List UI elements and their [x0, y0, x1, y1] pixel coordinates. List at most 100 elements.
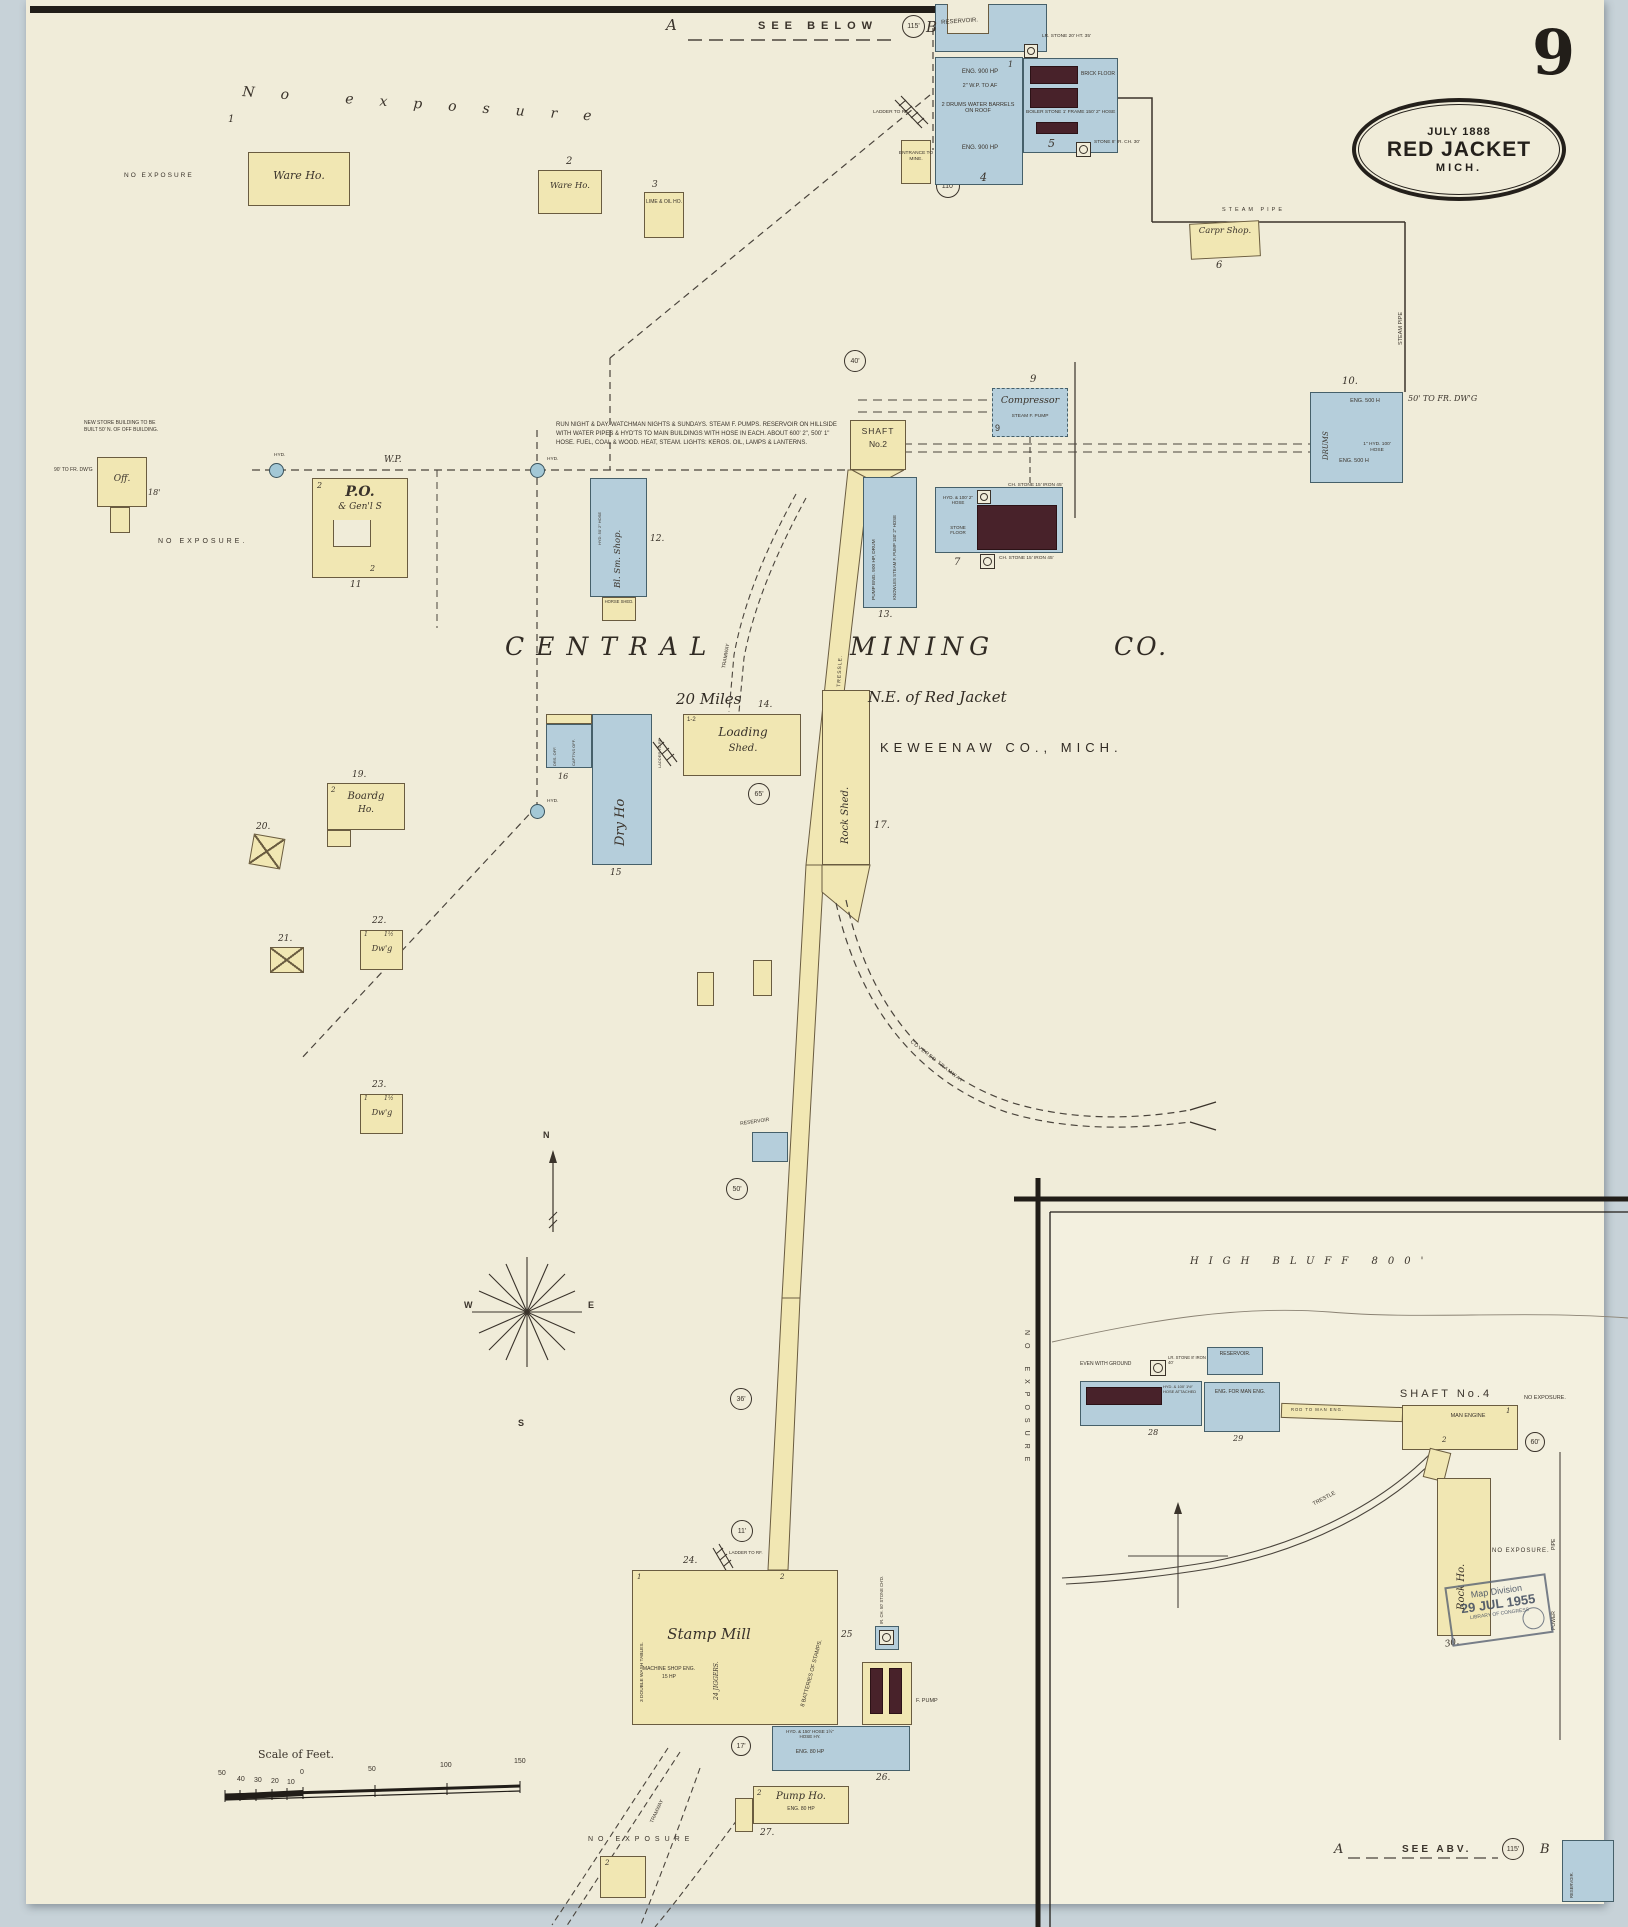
b7-note1: CH. STONE 15' IRON 45'	[1008, 483, 1063, 488]
po-num: 11	[350, 580, 362, 590]
hydrant2-label: HYD.	[547, 457, 559, 462]
office-18	[97, 457, 147, 507]
tramway-curve	[845, 899, 1191, 1118]
pump-ho-eng: ENG. 80 HP	[787, 1806, 815, 1812]
b29-engine	[1204, 1382, 1280, 1432]
title-county: KEWEENAW CO., MICH.	[880, 740, 1123, 755]
wp-label: W.P.	[384, 455, 402, 465]
dry-ho-num: 15	[610, 868, 622, 878]
title-central: CENTRAL	[505, 632, 719, 661]
marker-115-bottom: 115'	[1502, 1838, 1524, 1860]
eng4-a: ENG. 900 HP	[961, 69, 999, 75]
boarding-annex	[327, 830, 351, 847]
b7-floor: STONE FLOOR	[950, 525, 966, 536]
high-bluff-label: HIGH BLUFF 800'	[1190, 1256, 1434, 1267]
boiler5-num: 5	[1048, 137, 1055, 150]
scale-tick-2: 30	[254, 1777, 262, 1784]
b28-boilers	[1086, 1387, 1162, 1405]
ware-ho-2-num: 2	[566, 156, 573, 167]
trestle-label: TRESTLE	[1312, 1490, 1337, 1508]
brick-floor-label: BRICK FLOOR	[1081, 71, 1115, 77]
b13-t2: KNOWLES STEAM F. PUMP 150' 2" HOSE	[892, 514, 897, 600]
inset-no-exposure-1: NO EXPOSURE.	[1524, 1395, 1566, 1401]
dry-ho	[592, 714, 652, 865]
man-engine-ho	[1402, 1405, 1518, 1450]
hydrant3-label: HYD.	[547, 799, 559, 804]
b23-15: 1½	[384, 1095, 394, 1102]
reservoir-inset-label: RESERVOIR.	[1219, 1351, 1251, 1357]
shaft-no2	[850, 420, 906, 470]
office-label: Off.	[113, 474, 131, 484]
pump-annex	[735, 1798, 753, 1832]
ops-note: RUN NIGHT & DAY. WATCHMAN NIGHTS & SUNDA…	[556, 422, 837, 446]
shaft2-l2: No.2	[869, 439, 887, 449]
ladder-dryho-label: LADDER TO RF	[657, 738, 662, 768]
b7-boilers	[977, 505, 1057, 550]
rock-shed-label: Rock Shed.	[840, 786, 851, 844]
power-label: POWER	[1551, 1611, 1557, 1630]
boiler5-note: BOILER STONE 1' FRAME 150' 2" HOSE	[1026, 110, 1116, 115]
po-label: P.O.	[345, 484, 375, 500]
title-co: CO.	[1114, 632, 1170, 661]
compressor-sub: STEAM F. PUMP	[1011, 414, 1049, 419]
eng4-num: 4	[980, 171, 987, 184]
eng4-d: ENG. 900 HP	[961, 145, 999, 151]
reservoir-br-label: RESERVOIR.	[1569, 1872, 1574, 1898]
captains-office-label: CAPT'NS OFF.	[571, 739, 576, 766]
scale-label: Scale of Feet.	[258, 1748, 334, 1761]
b28-note: HYD. & 100' 1½" HOSE ATTACHED	[1163, 1384, 1197, 1394]
f-pump-label: F. PUMP	[916, 1698, 938, 1704]
reservoir-mid-label: RESERVOIR	[739, 1116, 770, 1127]
b23-num: 23.	[372, 1080, 387, 1090]
blacksmith-label: Bl. Sm. Shop.	[613, 529, 623, 588]
po-2a: 2	[317, 481, 323, 490]
no-exposure-spread: No exposure	[241, 84, 618, 127]
b7-chimney-2	[980, 554, 995, 569]
po-sub: & Gen'l S	[338, 502, 382, 512]
stone5-top-note: LR. STONE 20' HT. 35'	[1042, 34, 1091, 39]
b26-hyd: HYD. & 150' HOSE 1½" HOSE HY.	[786, 1729, 834, 1740]
b16-strip	[546, 714, 592, 724]
rock-shed-taper	[821, 864, 871, 923]
steam-pipe-line	[1118, 97, 1406, 392]
loading-label2: Shed.	[728, 743, 758, 754]
b7-note2: CH. STONE 15' IRON 45'	[999, 556, 1054, 561]
office-dist: 18'	[148, 488, 161, 497]
scale-tick-6: 50	[368, 1766, 376, 1773]
wash-tables-label: 3 DOUBLE WASH TABLES.	[640, 1642, 645, 1702]
entrance-to-mine	[901, 140, 931, 184]
inset-exposure-vert: NO EXPOSURE	[1023, 1330, 1030, 1470]
inset-chimney	[1150, 1360, 1166, 1376]
marker-60: 60'	[1525, 1432, 1545, 1452]
b13-t1: PUMP ENG. 900 HP, DRUM	[872, 539, 877, 600]
compressor-num-top: 9	[1030, 374, 1037, 385]
shed-bottom-num: 2	[605, 1859, 610, 1867]
b28-num: 28	[1148, 1428, 1159, 1437]
ladder4-label: LADDER TO RF.	[873, 110, 909, 115]
b22-dwg	[360, 930, 403, 970]
b14-num: 14.	[758, 700, 773, 710]
hydrant1-label: HYD.	[274, 453, 286, 458]
marker-36: 36'	[730, 1388, 752, 1410]
title-location: N.E. of Red Jacket	[868, 688, 1007, 706]
badge-state: MICH.	[1435, 161, 1483, 174]
horse-shed-label: HORSE SHED.	[604, 599, 634, 604]
stone5-note: STONE 8' IR. CH. 30'	[1094, 140, 1140, 145]
b22-num: 22.	[372, 916, 387, 926]
pipe-label: PIPE	[1551, 1538, 1557, 1550]
reservoir-inset	[1207, 1347, 1263, 1375]
b25-chimney	[879, 1630, 894, 1645]
compass-rose	[472, 1150, 582, 1367]
ladder-icon	[652, 95, 929, 1573]
pump-2: 2	[757, 1789, 762, 1797]
scale-tick-8: 150	[514, 1758, 526, 1765]
b7-hyd: HYD. & 100' 2" HOSE	[943, 495, 973, 506]
no-exposure-2: NO EXPOSURE.	[158, 538, 248, 545]
marker-17: 17'	[731, 1736, 751, 1756]
b26-num: 26.	[876, 1773, 891, 1783]
ware-ho-1-label: Ware Ho.	[273, 169, 325, 182]
b22-label: Dw'g	[371, 944, 393, 953]
boarding-l2: Ho.	[358, 805, 374, 815]
drs-office-label: DRS. OFF.	[552, 746, 557, 766]
shaft2-l1: SHAFT	[861, 426, 895, 436]
